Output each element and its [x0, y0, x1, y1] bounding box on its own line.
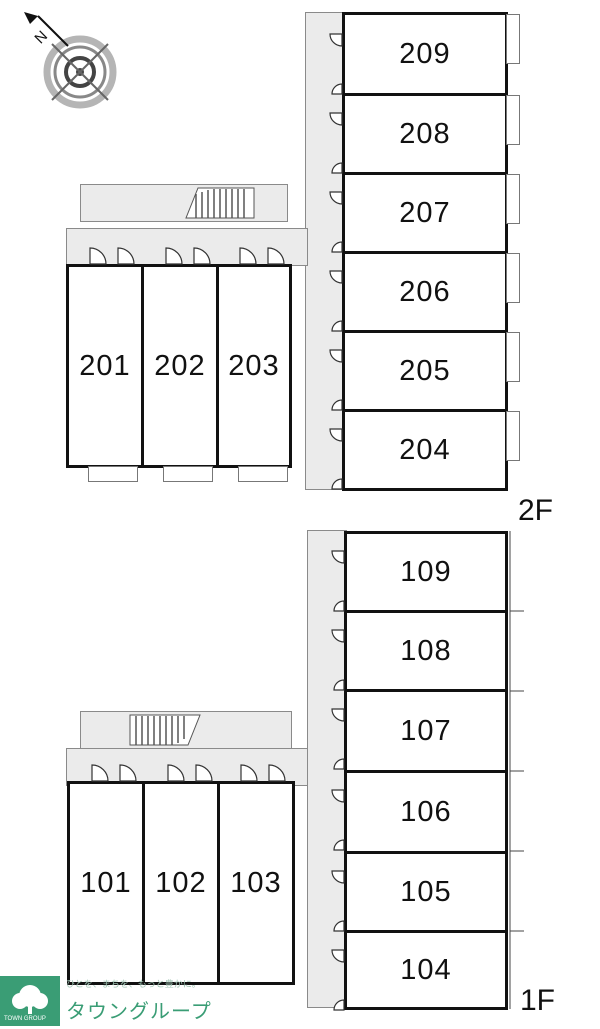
unit-103: 103 [217, 781, 295, 985]
unit-101: 101 [67, 781, 145, 985]
unit-number: 105 [400, 875, 452, 908]
door-swing-icon [329, 191, 343, 205]
unit-number: 102 [155, 866, 207, 899]
unit-204: 204 [342, 409, 508, 491]
unit-108: 108 [344, 610, 508, 692]
logo-name: タウングループ [66, 1001, 212, 1023]
unit-203: 203 [216, 264, 292, 468]
door-swing-icon [193, 247, 211, 265]
door-swing-icon [267, 247, 285, 265]
unit-number: 107 [400, 714, 452, 747]
floor-label-2f: 2F [518, 494, 554, 527]
door-swing-icon [329, 349, 343, 363]
door-swing-icon [331, 550, 345, 564]
unit-207: 207 [342, 172, 508, 254]
door-swing-icon [117, 247, 135, 265]
door-swing-icon [331, 870, 345, 884]
door-swing-icon [240, 764, 258, 782]
balcony [88, 466, 138, 482]
door-swing-icon [329, 428, 343, 442]
unit-number: 109 [400, 555, 452, 588]
unit-107: 107 [344, 689, 508, 773]
door-swing-icon [333, 758, 345, 770]
door-swing-icon [329, 112, 343, 126]
balcony [163, 466, 213, 482]
door-swing-icon [333, 600, 345, 612]
unit-number: 202 [154, 349, 206, 382]
door-swing-icon [331, 241, 343, 253]
door-swing-icon [239, 247, 257, 265]
unit-number: 204 [399, 433, 451, 466]
unit-number: 106 [400, 795, 452, 828]
floor1-stairs-icon [129, 714, 201, 746]
floor-label-1f: 1F [520, 984, 556, 1017]
door-swing-icon [333, 920, 345, 932]
unit-number: 101 [80, 866, 132, 899]
unit-number: 104 [400, 953, 452, 986]
balcony [506, 411, 520, 461]
door-swing-icon [268, 764, 286, 782]
unit-number: 208 [399, 117, 451, 150]
unit-201: 201 [66, 264, 144, 468]
unit-number: 206 [399, 275, 451, 308]
door-swing-icon [331, 399, 343, 411]
logo-tagline: ひとを、まちを、もっと豊かに。 [66, 979, 201, 989]
door-swing-icon [331, 629, 345, 643]
door-swing-icon [329, 270, 343, 284]
door-swing-icon [331, 320, 343, 332]
door-swing-icon [195, 764, 213, 782]
door-swing-icon [331, 708, 345, 722]
balcony [506, 14, 520, 64]
town-group-logo-icon [0, 976, 60, 1026]
door-swing-icon [333, 999, 345, 1011]
door-swing-icon [89, 247, 107, 265]
balcony [506, 174, 520, 224]
door-swing-icon [333, 679, 345, 691]
unit-109: 109 [344, 531, 508, 613]
unit-102: 102 [142, 781, 220, 985]
unit-209: 209 [342, 12, 508, 96]
unit-number: 203 [228, 349, 280, 382]
unit-number: 205 [399, 354, 451, 387]
unit-number: 108 [400, 634, 452, 667]
door-swing-icon [331, 949, 345, 963]
unit-number: 209 [399, 37, 451, 70]
unit-number: 207 [399, 196, 451, 229]
unit-106: 106 [344, 770, 508, 854]
balcony [506, 253, 520, 303]
door-swing-icon [165, 247, 183, 265]
door-swing-icon [119, 764, 137, 782]
door-swing-icon [329, 33, 343, 47]
floor2-stairs-icon [185, 187, 255, 219]
door-swing-icon [331, 789, 345, 803]
door-swing-icon [167, 764, 185, 782]
unit-number: 201 [79, 349, 131, 382]
door-swing-icon [91, 764, 109, 782]
balcony [238, 466, 288, 482]
balcony [506, 95, 520, 145]
floor1-wall-ticks [509, 531, 524, 1009]
door-swing-icon [333, 839, 345, 851]
door-swing-icon [331, 162, 343, 174]
compass-icon: N [24, 12, 117, 109]
unit-number: 103 [230, 866, 282, 899]
unit-104: 104 [344, 930, 508, 1010]
door-swing-icon [331, 83, 343, 95]
door-swing-icon [331, 478, 343, 490]
unit-206: 206 [342, 251, 508, 333]
balcony [506, 332, 520, 382]
logo-small-text: TOWN GROUP [4, 1016, 46, 1022]
